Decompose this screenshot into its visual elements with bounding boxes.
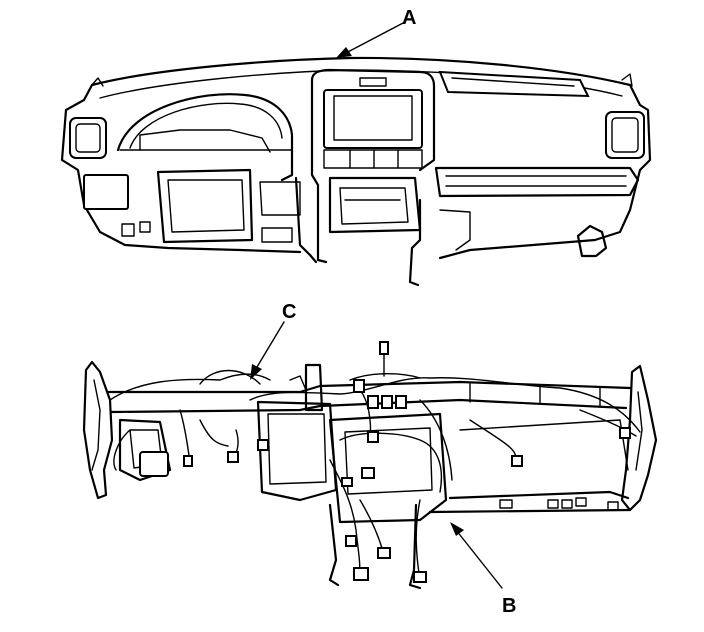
dashboard-frame bbox=[82, 360, 658, 590]
harness-connectors bbox=[183, 341, 631, 583]
callout-a: A bbox=[336, 7, 416, 58]
callout-b: B bbox=[450, 522, 516, 617]
dashboard-panel bbox=[60, 56, 652, 287]
callout-label-c: C bbox=[282, 301, 296, 323]
callout-label-a: A bbox=[402, 7, 416, 29]
callout-c: C bbox=[250, 301, 296, 380]
wire-harness bbox=[109, 353, 641, 581]
callout-label-b: B bbox=[502, 595, 516, 617]
